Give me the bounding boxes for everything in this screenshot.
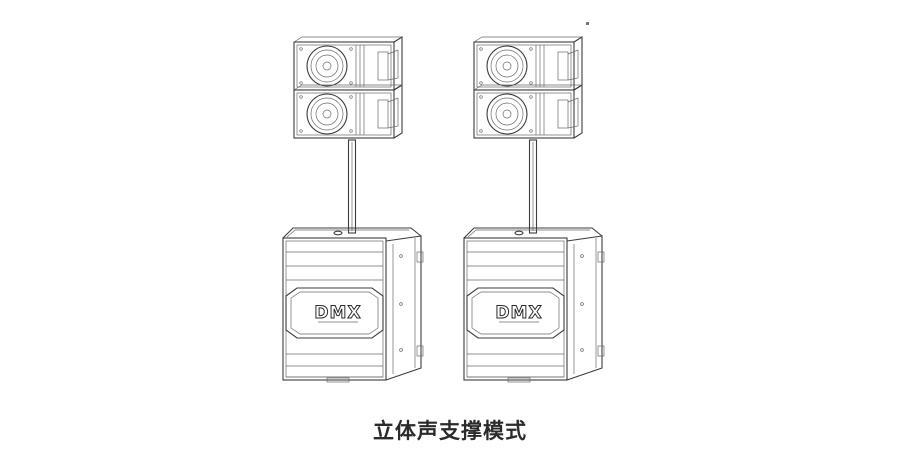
left-pole [347, 139, 357, 234]
diagram-caption: 立体声支撑模式 [373, 419, 527, 443]
left-speaker-system [282, 36, 424, 383]
stray-dot [586, 22, 589, 25]
right-top-cabinet [473, 36, 583, 91]
left-bottom-cabinet [293, 84, 403, 139]
right-speaker-system [463, 36, 605, 383]
left-top-cabinet [293, 36, 403, 91]
right-subwoofer-logo: DMX [495, 303, 542, 323]
left-subwoofer-logo: DMX [314, 303, 361, 323]
right-pole [528, 139, 538, 234]
right-bottom-cabinet [473, 84, 583, 139]
